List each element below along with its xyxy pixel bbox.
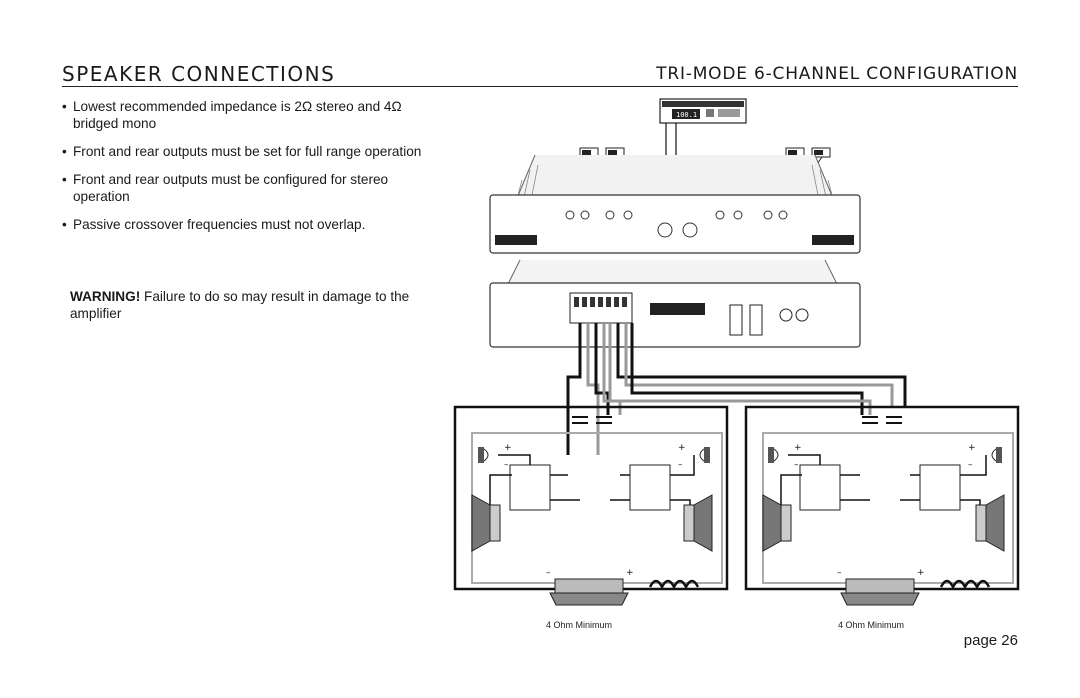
warning-label: WARNING! — [70, 289, 141, 304]
left-speaker-enclosure: + – + – – + 4 Ohm Minimum — [453, 405, 729, 630]
right-speaker-enclosure: + – + – – + 4 Ohm Minimum — [744, 405, 1020, 630]
bullet-item: •Front and rear outputs must be set for … — [62, 144, 422, 159]
bullet-item: •Lowest recommended impedance is 2Ω ster… — [62, 99, 402, 131]
polarity-label: – — [794, 460, 799, 470]
wiring-diagram: 100.1 — [453, 98, 1020, 630]
header-rule — [62, 86, 1018, 87]
right-impedance-caption: 4 Ohm Minimum — [838, 620, 904, 630]
bullet-item: •Passive crossover frequencies must not … — [62, 217, 366, 232]
bullet-text: Lowest recommended impedance is 2Ω stere… — [73, 99, 402, 131]
polarity-label: + — [968, 443, 976, 453]
bullet-list: •Lowest recommended impedance is 2Ω ster… — [62, 98, 432, 244]
amplifier-terminal-panel — [489, 259, 861, 348]
polarity-label: + — [917, 568, 925, 578]
bullet-text: Front and rear outputs must be set for f… — [73, 144, 422, 159]
bullet-text: Front and rear outputs must be configure… — [73, 172, 389, 204]
polarity-label: – — [504, 460, 509, 470]
warning-note: WARNING! Failure to do so may result in … — [70, 288, 430, 322]
polarity-label: – — [678, 460, 683, 470]
polarity-label: – — [968, 460, 973, 470]
capacitor-icon — [572, 416, 902, 424]
polarity-label: + — [504, 443, 512, 453]
polarity-label: + — [794, 443, 802, 453]
page-title: SPEAKER CONNECTIONS — [62, 62, 336, 86]
bullet-text: Passive crossover frequencies must not o… — [73, 217, 366, 232]
polarity-label: – — [837, 568, 842, 578]
head-unit-display: 100.1 — [676, 111, 697, 119]
amplifier-control-panel — [489, 154, 861, 254]
polarity-label: – — [546, 568, 551, 578]
page-number: page 26 — [963, 632, 1018, 649]
polarity-label: + — [626, 568, 634, 578]
left-impedance-caption: 4 Ohm Minimum — [546, 620, 612, 630]
bullet-item: •Front and rear outputs must be configur… — [62, 172, 389, 204]
section-subtitle: TRI-MODE 6-CHANNEL CONFIGURATION — [656, 64, 1018, 84]
warning-text: Failure to do so may result in damage to… — [70, 289, 410, 321]
polarity-label: + — [678, 443, 686, 453]
